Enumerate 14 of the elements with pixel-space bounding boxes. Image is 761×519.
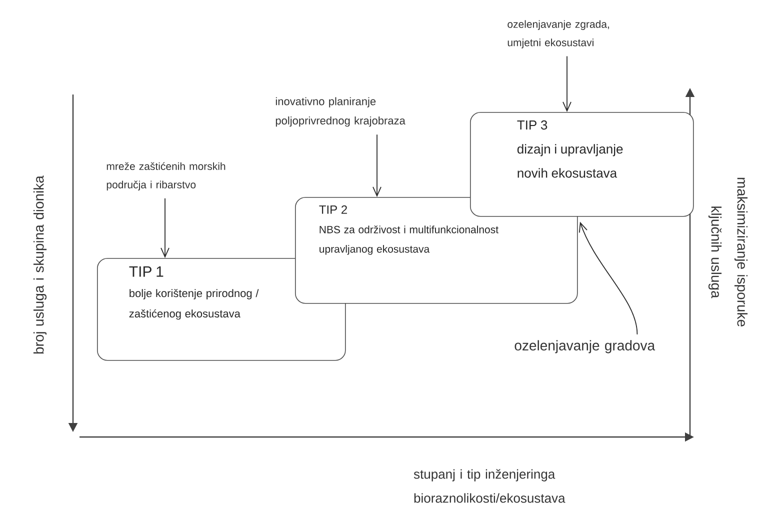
arrow <box>562 56 572 112</box>
annotation-text: inovativno planiranje poljoprivrednog krajobraza <box>276 97 406 127</box>
annotation-text: ozelenjavanje zgrada, umjetni ekosustavi <box>508 20 609 48</box>
annotation-text: ozelenjavanje gradova <box>514 340 656 354</box>
axis-label: stupanj i tip inženjeringa bioraznolikosti/ekosustava <box>414 469 566 503</box>
type-box: TIP 3 dizajn i upravljanje novih ekosustava <box>470 112 694 217</box>
axis-label: broj usluga i skupina dionika <box>33 176 47 354</box>
annotation-text: mreže zaštićenih morskih područja i ribarstvo <box>106 162 226 190</box>
arrow <box>578 222 638 334</box>
type-box: TIP 2 NBS za održivost i multifunkcionalnost upravljanog ekosustava <box>295 196 578 304</box>
arrow <box>160 198 170 258</box>
type-box: TIP 1 bolje korištenje prirodnog / zaštićenog ekosustava <box>97 258 346 361</box>
axis-label: maksimiziranje isporuke ključnih usluga <box>708 178 748 326</box>
arrow <box>372 134 382 197</box>
